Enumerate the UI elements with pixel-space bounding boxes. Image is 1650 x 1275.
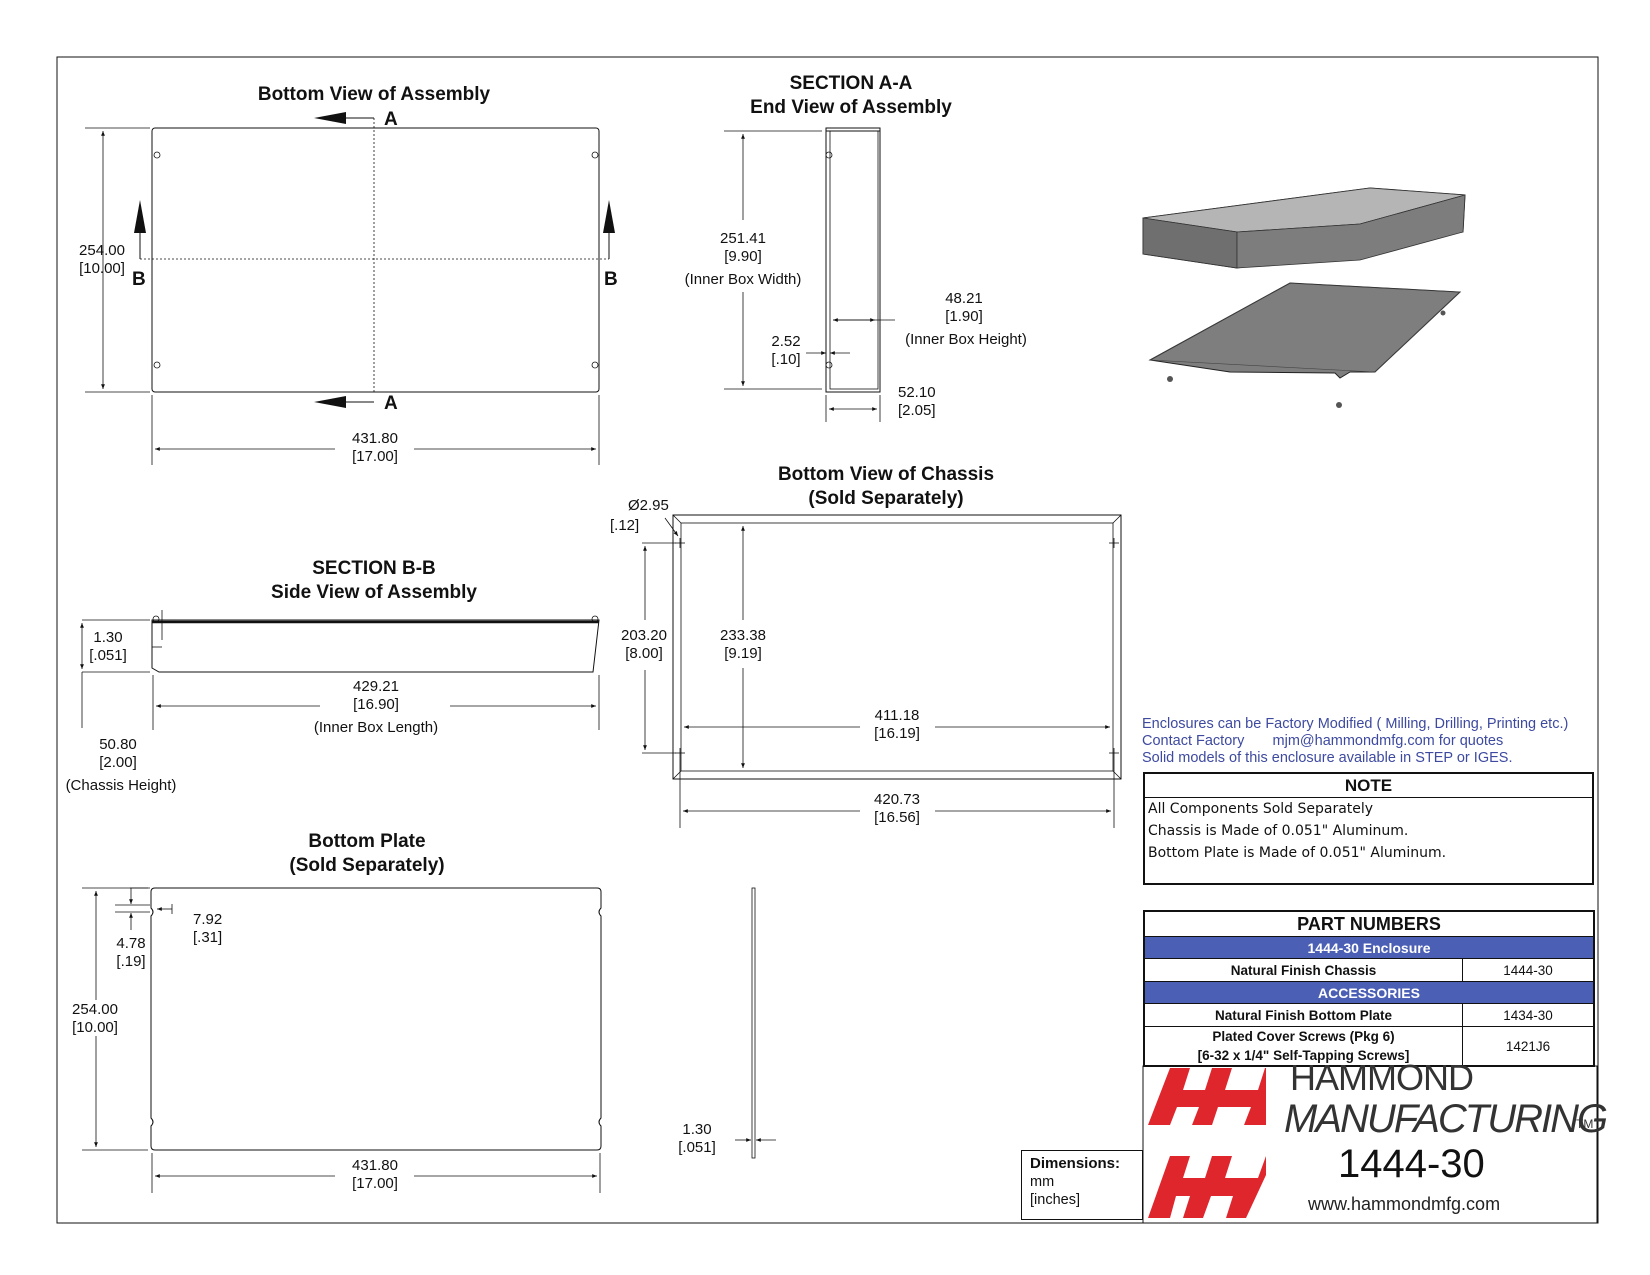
enclosure-group: 1444-30 Enclosure (1143, 936, 1595, 959)
bb-thk-mm: 1.30 (93, 629, 122, 646)
units-inches: [inches] (1030, 1192, 1080, 1208)
section-a-bottom-label: A (384, 393, 398, 414)
chassis-height-mm: 50.80 (99, 736, 137, 753)
plate-side-in: [.051] (678, 1139, 716, 1156)
part-numbers-table: PART NUMBERS 1444-30 Enclosure Natural F… (1143, 910, 1595, 1067)
factory-line-2: Contact Factory mjm@hammondmfg.com for q… (1142, 733, 1504, 749)
bottom-view-assembly: Bottom View of Assembly A A B B 254.00 [… (79, 84, 618, 465)
part-numbers-header: PART NUMBERS (1143, 910, 1595, 937)
row1-code: 1444-30 (1462, 958, 1595, 982)
asm-length-mm: 431.80 (352, 430, 398, 447)
accessories-group: ACCESSORIES (1143, 981, 1595, 1004)
units-title: Dimensions: (1030, 1155, 1121, 1172)
factory-line-1: Enclosures can be Factory Modified ( Mil… (1142, 716, 1569, 732)
chassis-subtitle: (Sold Separately) (808, 488, 963, 509)
end-height-in: [2.05] (898, 402, 936, 419)
slot-depth-mm: 4.78 (116, 935, 145, 952)
inner-width-label: (Inner Box Width) (685, 271, 802, 288)
asm-length-in: [17.00] (352, 448, 398, 465)
plate-side-mm: 1.30 (682, 1121, 711, 1138)
chassis-inner-width-in: [9.19] (724, 645, 762, 662)
row3-desc-b: [6-32 x 1/4" Self-Tapping Screws] (1197, 1048, 1410, 1063)
row3-desc-a: Plated Cover Screws (Pkg 6) (1212, 1029, 1395, 1044)
section-aa-title: SECTION A-A (790, 73, 913, 94)
chassis-outer-width-mm: 203.20 (621, 627, 667, 644)
note-line-3: Bottom Plate is Made of 0.051" Aluminum. (1148, 845, 1447, 861)
chassis-outer-width-in: [8.00] (625, 645, 663, 662)
slot-width-in: [.31] (193, 929, 222, 946)
note-line-1: All Components Sold Separately (1148, 801, 1374, 817)
chassis-height-in: [2.00] (99, 754, 137, 771)
row3-code: 1421J6 (1462, 1026, 1595, 1067)
table-row: Natural Finish Bottom Plate 1434-30 (1143, 1003, 1595, 1027)
slot-width-mm: 7.92 (193, 911, 222, 928)
company-name-2: MANUFACTURING (1284, 1097, 1608, 1141)
plate-title: Bottom Plate (308, 831, 425, 852)
section-bb-title: SECTION B-B (312, 558, 436, 579)
plate-length-mm: 431.80 (352, 1157, 398, 1174)
inner-height-in: [1.90] (945, 308, 983, 325)
chassis-inner-length-in: [16.19] (874, 725, 920, 742)
wall-in: [.10] (771, 351, 800, 368)
company-name-1: HAMMOND (1290, 1057, 1474, 1098)
table-row: Natural Finish Chassis 1444-30 (1143, 958, 1595, 982)
chassis-height-label: (Chassis Height) (66, 777, 177, 794)
inner-height-label: (Inner Box Height) (905, 331, 1027, 348)
bottom-plate-view: Bottom Plate (Sold Separately) 7.92 [.31… (72, 831, 776, 1193)
chassis-inner-width-mm: 233.38 (720, 627, 766, 644)
wall-mm: 2.52 (771, 333, 800, 350)
chassis-outer-length-mm: 420.73 (874, 791, 920, 808)
inner-width-in: [9.90] (724, 248, 762, 265)
plate-length-in: [17.00] (352, 1175, 398, 1192)
factory-line-3: Solid models of this enclosure available… (1142, 750, 1513, 766)
chassis-inner-length-mm: 411.18 (875, 707, 920, 724)
plate-height-mm: 254.00 (72, 1001, 118, 1018)
plate-height-in: [10.00] (72, 1019, 118, 1036)
bottom-view-assembly-title: Bottom View of Assembly (258, 84, 491, 105)
row2-code: 1434-30 (1462, 1003, 1595, 1027)
end-height-mm: 52.10 (898, 384, 936, 401)
plate-subtitle: (Sold Separately) (289, 855, 444, 876)
inner-height-mm: 48.21 (945, 290, 983, 307)
hammond-logo (1148, 1068, 1266, 1218)
slot-depth-in: [.19] (116, 953, 145, 970)
section-bb-subtitle: Side View of Assembly (271, 582, 477, 603)
asm-height-mm: 254.00 (79, 242, 125, 259)
enclosure-3d-render (1142, 187, 1466, 408)
chassis-title: Bottom View of Chassis (778, 464, 994, 485)
section-b-left-label: B (132, 269, 146, 290)
inner-width-mm: 251.41 (720, 230, 766, 247)
factory-info: Enclosures can be Factory Modified ( Mil… (1142, 716, 1568, 767)
row1-desc: Natural Finish Chassis (1143, 958, 1463, 982)
section-bb-view: SECTION B-B Side View of Assembly 1.30 [… (66, 558, 600, 794)
table-row: Plated Cover Screws (Pkg 6) [6-32 x 1/4"… (1143, 1026, 1595, 1067)
trademark: TM (1576, 1117, 1594, 1131)
section-aa-subtitle: End View of Assembly (750, 97, 952, 118)
asm-height-in: [10.00] (79, 260, 125, 277)
bb-thk-in: [.051] (89, 647, 127, 664)
inner-length-mm: 429.21 (353, 678, 399, 695)
hole-in: [.12] (610, 517, 639, 534)
section-a-top-label: A (384, 109, 398, 130)
hole-mm: Ø2.95 (628, 497, 669, 514)
row3-desc: Plated Cover Screws (Pkg 6) [6-32 x 1/4"… (1143, 1026, 1463, 1067)
website: www.hammondmfg.com (1308, 1194, 1501, 1214)
units-mm: mm (1030, 1174, 1055, 1190)
note-line-2: Chassis is Made of 0.051" Aluminum. (1148, 823, 1409, 839)
inner-length-in: [16.90] (353, 696, 399, 713)
sheet-border (56, 56, 1599, 1224)
units-box: Dimensions: mm [inches] (1021, 1150, 1143, 1220)
bottom-view-chassis: Bottom View of Chassis (Sold Separately)… (610, 464, 1122, 828)
note-header: NOTE (1145, 774, 1592, 798)
chassis-outer-length-in: [16.56] (874, 809, 920, 826)
section-aa-view: SECTION A-A End View of Assembly 251.41 … (685, 73, 1027, 422)
note-box: NOTE All Components Sold Separately Chas… (1143, 772, 1594, 885)
row2-desc: Natural Finish Bottom Plate (1143, 1003, 1463, 1027)
inner-length-label: (Inner Box Length) (314, 719, 438, 736)
model-number: 1444-30 (1338, 1142, 1485, 1186)
section-b-right-label: B (604, 269, 618, 290)
